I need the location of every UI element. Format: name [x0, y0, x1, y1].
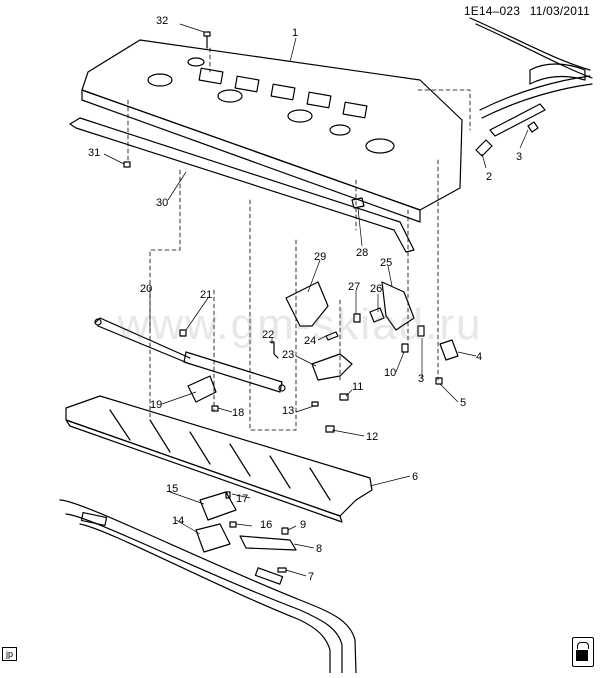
pin-27: [353, 313, 361, 323]
strut-cylinder: [183, 351, 283, 393]
callout: 23: [282, 349, 294, 361]
bracket-8: [239, 535, 297, 551]
hinge-25: [381, 281, 415, 331]
lower-trim-panel: [65, 395, 373, 517]
strut-end: [278, 384, 286, 392]
bracket-4: [439, 339, 459, 361]
roof-edge-inner: [475, 23, 593, 79]
strut-rod-left-2: [97, 325, 191, 365]
window-edge: [479, 75, 591, 111]
bolt-9: [281, 527, 289, 535]
hinge-23: [311, 353, 353, 381]
clip-3b: [417, 325, 425, 337]
bolt-21: [179, 329, 187, 337]
rear-shelf-front-lip: [81, 89, 421, 223]
callout: 20: [140, 283, 152, 295]
callout: 18: [232, 407, 244, 419]
latch-14: [195, 523, 231, 553]
label-plate-lower-left: [80, 511, 108, 527]
callout: 6: [412, 471, 418, 483]
rear-shelf-panel: [81, 39, 463, 211]
clip-26: [369, 307, 385, 323]
callout: 27: [348, 281, 360, 293]
diagram-code: 1E14–023: [463, 4, 521, 18]
roof-edge: [469, 17, 591, 71]
screw-32: [203, 31, 211, 49]
clip-3: [527, 121, 539, 133]
callout: 17: [236, 493, 248, 505]
callout: 13: [282, 405, 294, 417]
link-24: [325, 331, 339, 341]
rear-pillar: [529, 63, 586, 85]
callout: 2: [486, 171, 492, 183]
nut-11: [339, 393, 349, 401]
callout: 4: [476, 351, 482, 363]
callout: 8: [316, 543, 322, 555]
callout: 12: [366, 431, 378, 443]
nut-7: [277, 567, 287, 573]
callout: 14: [172, 515, 184, 527]
callout: 3: [418, 373, 424, 385]
callout: 32: [156, 15, 168, 27]
grommet-28: [351, 197, 365, 209]
callout: 26: [370, 283, 382, 295]
callout: 11: [352, 381, 363, 393]
shelf-openings: [147, 57, 395, 154]
callout: 10: [384, 367, 396, 379]
lower-trim-ribs: [109, 409, 331, 501]
label-plate-lower-right: [254, 567, 284, 585]
callout: 3: [516, 151, 522, 163]
weatherstrip: [69, 117, 415, 253]
callout: 24: [304, 335, 316, 347]
strut-rod-left: [95, 317, 191, 359]
leader-lines: [127, 47, 471, 431]
callout: 25: [380, 257, 392, 269]
callout: 28: [356, 247, 368, 259]
seal-strip: [489, 103, 546, 137]
callout: 22: [262, 329, 274, 341]
clip-22: [269, 341, 279, 359]
body-opening-inner: [65, 513, 343, 674]
bolt-5: [435, 377, 443, 385]
callout: 21: [200, 289, 212, 301]
latch-15: [199, 491, 237, 521]
reference-tag: jp: [2, 647, 18, 661]
callout: 30: [156, 197, 168, 209]
clip-10: [401, 343, 409, 353]
nut-18: [211, 405, 219, 412]
callout: 19: [150, 399, 162, 411]
strut-ball: [94, 318, 102, 326]
fastener-31: [123, 161, 131, 168]
lower-trim-base: [65, 419, 343, 523]
bolt-16: [229, 521, 237, 528]
callout: 31: [88, 147, 100, 159]
window-edge-2: [481, 83, 593, 119]
callout: 7: [308, 571, 314, 583]
bolt-17: [225, 491, 231, 499]
hinge-29: [285, 281, 329, 327]
callout: 1: [292, 27, 298, 39]
diagram-header: 1E14–023 11/03/2011: [458, 4, 590, 18]
bracket-2: [475, 139, 493, 157]
gm-lock-icon: [572, 637, 594, 667]
strut-bracket-19: [187, 375, 217, 403]
washer-13: [311, 401, 319, 407]
callout: 16: [260, 519, 272, 531]
callout: 5: [460, 397, 466, 409]
body-opening-outer: [59, 499, 357, 674]
nut-12: [325, 425, 335, 433]
callout-labels: 32 1 3 2 31 30 28 29 27 26 25 20 21 22 2…: [88, 15, 522, 583]
diagram-date: 11/03/2011: [529, 4, 590, 18]
callout: 29: [314, 251, 326, 263]
callout-leaders: [103, 23, 529, 577]
body-opening-edge: [79, 523, 331, 674]
callout: 9: [300, 519, 306, 531]
callout: 15: [166, 483, 178, 495]
